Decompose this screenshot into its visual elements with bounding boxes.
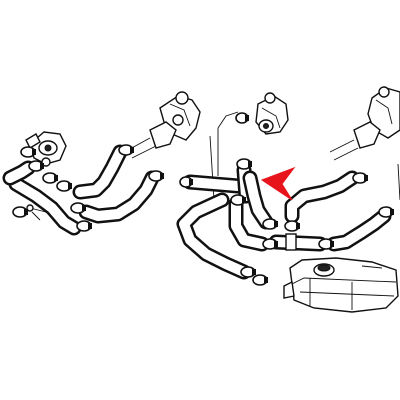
engine-block-icon (209, 92, 289, 201)
engine-block-icon (127, 91, 201, 159)
engine-block-icon (329, 86, 400, 201)
right-arc-hose (284, 170, 392, 252)
tee-connector-icon (176, 162, 328, 280)
red-arrow-indicator-icon (260, 166, 296, 201)
expansion-tank-icon (283, 257, 399, 313)
thermostat-housing-icon (25, 131, 67, 167)
left-hose-assembly (2, 144, 160, 236)
hose-clamp-icon (12, 112, 394, 286)
